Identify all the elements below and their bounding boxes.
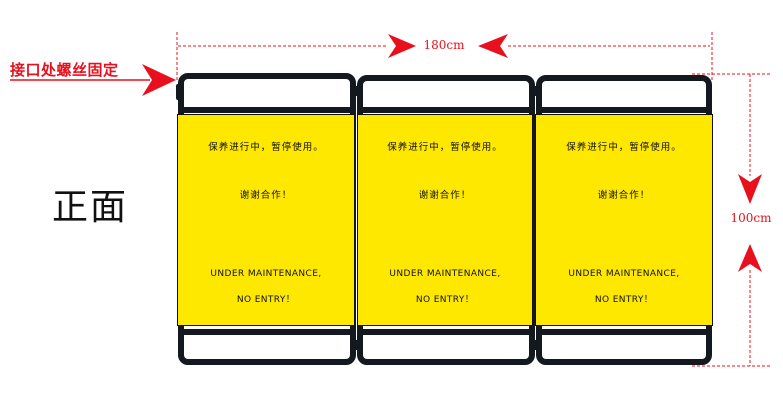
height-label: 100cm <box>730 211 772 225</box>
height-arrow-down <box>738 174 762 204</box>
thanks-chinese-line: 谢谢合作！ <box>239 190 293 201</box>
sign-panel-3: 保养进行中，暂停使用。 谢谢合作！ UNDER MAINTENANCE, NO … <box>535 114 713 326</box>
notice-chinese-line: 保养进行中，暂停使用。 <box>387 142 503 153</box>
no-entry-line: NO ENTRY！ <box>415 295 475 305</box>
no-entry-line: NO ENTRY！ <box>594 295 654 305</box>
notice-chinese-line: 保养进行中，暂停使用。 <box>208 142 324 153</box>
frame-joints <box>176 84 542 350</box>
thanks-chinese-line: 谢谢合作！ <box>597 190 651 201</box>
sign-panel-1: 保养进行中，暂停使用。 谢谢合作！ UNDER MAINTENANCE, NO … <box>177 114 355 326</box>
thanks-chinese-line: 谢谢合作！ <box>418 190 472 201</box>
notice-english-line: UNDER MAINTENANCE, <box>389 269 501 279</box>
height-arrow-up <box>738 244 762 272</box>
width-arrow-right-pointing <box>388 34 416 58</box>
width-arrow-left-pointing <box>478 34 508 58</box>
front-view-label: 正面 <box>52 187 129 228</box>
joint-screw-note: 接口处螺丝固定 <box>10 61 119 79</box>
notice-chinese-line: 保养进行中，暂停使用。 <box>566 142 682 153</box>
notice-english-line: UNDER MAINTENANCE, <box>568 269 680 279</box>
sign-panel-2: 保养进行中，暂停使用。 谢谢合作！ UNDER MAINTENANCE, NO … <box>357 114 533 326</box>
notice-english-line: UNDER MAINTENANCE, <box>210 269 322 279</box>
no-entry-line: NO ENTRY！ <box>236 295 296 305</box>
width-label: 180cm <box>423 38 465 52</box>
joint-arrow <box>142 64 176 96</box>
